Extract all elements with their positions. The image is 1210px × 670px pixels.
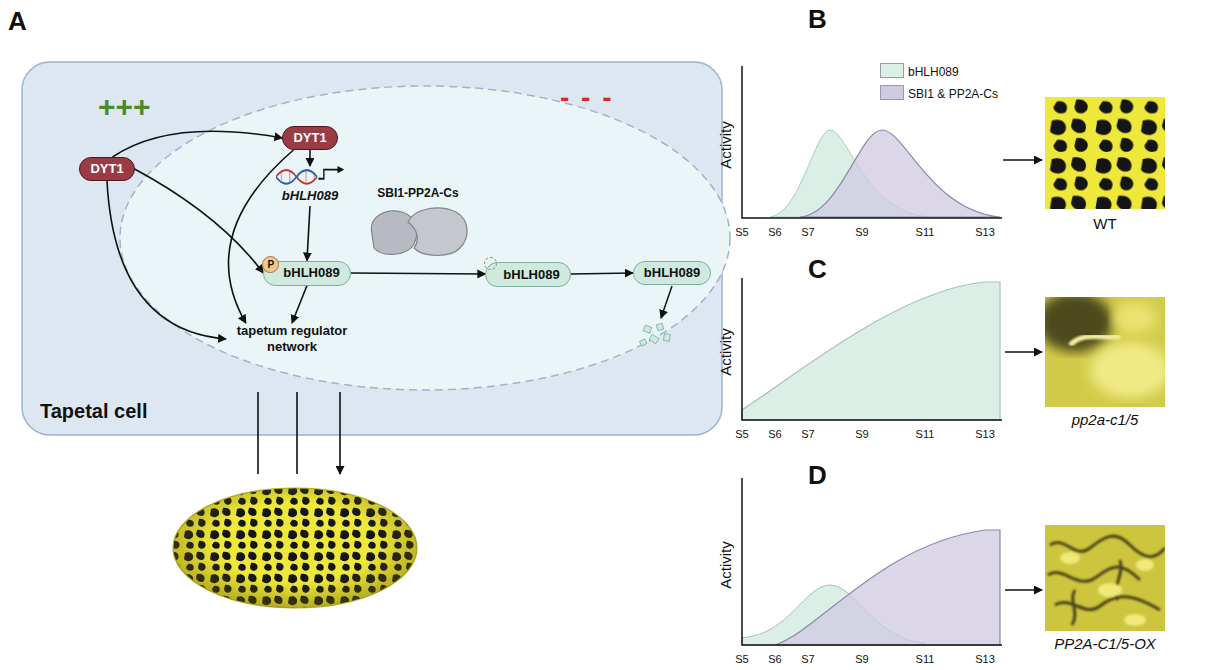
protein-pill: bHLH089 bbox=[633, 261, 711, 285]
protein-complex: SBI1-PP2A-Cs bbox=[362, 186, 474, 260]
label-holder: S5 bbox=[735, 424, 748, 442]
label-holder: S9 bbox=[855, 424, 868, 442]
sign-mark: - - - bbox=[560, 82, 614, 113]
protein-complex bbox=[362, 202, 474, 260]
label-holder: S7 bbox=[801, 649, 814, 667]
arrow-connector bbox=[292, 286, 307, 324]
label-holder: S13 bbox=[975, 222, 995, 240]
legend-swatch bbox=[880, 85, 904, 100]
gene-locus: bHLH089 bbox=[276, 166, 344, 206]
label-holder: S11 bbox=[916, 649, 935, 667]
protein-name: DYT1 bbox=[90, 161, 123, 176]
protein-name: DYT1 bbox=[293, 130, 326, 145]
label-holder: +++ bbox=[98, 90, 151, 124]
stage-tick: S6 bbox=[768, 226, 781, 238]
arrow-connector bbox=[307, 206, 310, 261]
legend-swatch bbox=[880, 63, 904, 78]
label-holder: S11 bbox=[916, 222, 935, 240]
protein-pill: bHLH089 bbox=[485, 262, 570, 287]
axis-title: Activity bbox=[717, 121, 734, 169]
stage-tick: S9 bbox=[855, 226, 868, 238]
protein-name: bHLH089 bbox=[283, 265, 339, 280]
arrow-connector bbox=[309, 150, 311, 166]
label-holder: S7 bbox=[801, 424, 814, 442]
arrow-connector bbox=[229, 150, 294, 323]
dna-symbol bbox=[276, 166, 344, 186]
panel-letter: A bbox=[8, 6, 27, 36]
label-holder: PP2A-C1/5-OX bbox=[1054, 635, 1156, 653]
protein-name: bHLH089 bbox=[644, 265, 700, 280]
protein-pill: DYT1 bbox=[282, 126, 337, 150]
arrow-connector bbox=[351, 273, 486, 274]
stage-tick: S13 bbox=[975, 653, 995, 665]
label-holder: - - - bbox=[560, 82, 614, 114]
stage-tick: S11 bbox=[916, 428, 935, 440]
stage-tick: S9 bbox=[855, 653, 868, 665]
arrow-connector bbox=[107, 181, 226, 339]
label-holder: S6 bbox=[768, 424, 781, 442]
legend-text: bHLH089 bbox=[908, 65, 959, 79]
label-holder: S7 bbox=[801, 222, 814, 240]
label-holder: Activity bbox=[717, 328, 735, 376]
genotype-label: pp2a-c1/5 bbox=[1072, 411, 1139, 428]
complex-name: SBI1-PP2A-Cs bbox=[377, 186, 458, 200]
label-holder: bHLH089 bbox=[908, 62, 959, 80]
label-holder: S9 bbox=[855, 649, 868, 667]
label-holder: pp2a-c1/5 bbox=[1072, 411, 1139, 429]
network-label: tapetum regulator network bbox=[226, 323, 358, 355]
gene-name: bHLH089 bbox=[282, 188, 338, 203]
cell-label: Tapetal cell bbox=[40, 400, 147, 423]
protein-name: bHLH089 bbox=[503, 267, 559, 282]
stage-tick: S5 bbox=[735, 653, 748, 665]
label-holder: A bbox=[8, 6, 27, 37]
label-holder: C bbox=[808, 254, 827, 285]
stage-tick: S5 bbox=[735, 226, 748, 238]
stage-tick: S11 bbox=[916, 226, 935, 238]
label-holder: S6 bbox=[768, 649, 781, 667]
arrow-connector bbox=[571, 273, 633, 274]
protein-pill: DYT1 bbox=[79, 157, 134, 181]
label-holder: S5 bbox=[735, 222, 748, 240]
stage-tick: S7 bbox=[801, 428, 814, 440]
axis-title: Activity bbox=[717, 328, 734, 376]
label-holder: SBI1 & PP2A-Cs bbox=[908, 84, 998, 102]
legend-text: SBI1 & PP2A-Cs bbox=[908, 87, 998, 101]
label-holder: Activity bbox=[717, 541, 735, 589]
label-holder: WT bbox=[1093, 215, 1116, 233]
genotype-label: WT bbox=[1093, 215, 1116, 232]
panel-letter: D bbox=[808, 460, 827, 490]
label-holder: Activity bbox=[717, 121, 735, 169]
stage-tick: S7 bbox=[801, 653, 814, 665]
label-holder: S11 bbox=[916, 424, 935, 442]
protein-pill: PbHLH089 bbox=[263, 261, 350, 286]
stage-tick: S6 bbox=[768, 428, 781, 440]
label-holder: B bbox=[808, 4, 827, 35]
stage-tick: S5 bbox=[735, 428, 748, 440]
panel-letter: C bbox=[808, 254, 827, 284]
dephospho-mark bbox=[484, 257, 497, 270]
label-holder: S6 bbox=[768, 222, 781, 240]
network-name: tapetum regulator network bbox=[237, 323, 348, 354]
label-holder: S13 bbox=[975, 649, 995, 667]
sign-mark: +++ bbox=[98, 90, 151, 123]
stage-tick: S7 bbox=[801, 226, 814, 238]
label-holder: S9 bbox=[855, 222, 868, 240]
arrow-connector bbox=[113, 131, 283, 157]
phospho-badge: P bbox=[262, 256, 279, 273]
label-holder: D bbox=[808, 460, 827, 491]
axis-title: Activity bbox=[717, 541, 734, 589]
stage-tick: S9 bbox=[855, 428, 868, 440]
label-holder: S5 bbox=[735, 649, 748, 667]
genotype-label: PP2A-C1/5-OX bbox=[1054, 635, 1156, 652]
stage-tick: S13 bbox=[975, 428, 995, 440]
panel-letter: B bbox=[808, 4, 827, 34]
label-holder: S13 bbox=[975, 424, 995, 442]
stage-tick: S6 bbox=[768, 653, 781, 665]
stage-tick: S11 bbox=[916, 653, 935, 665]
stage-tick: S13 bbox=[975, 226, 995, 238]
arrow-connector bbox=[135, 169, 264, 273]
